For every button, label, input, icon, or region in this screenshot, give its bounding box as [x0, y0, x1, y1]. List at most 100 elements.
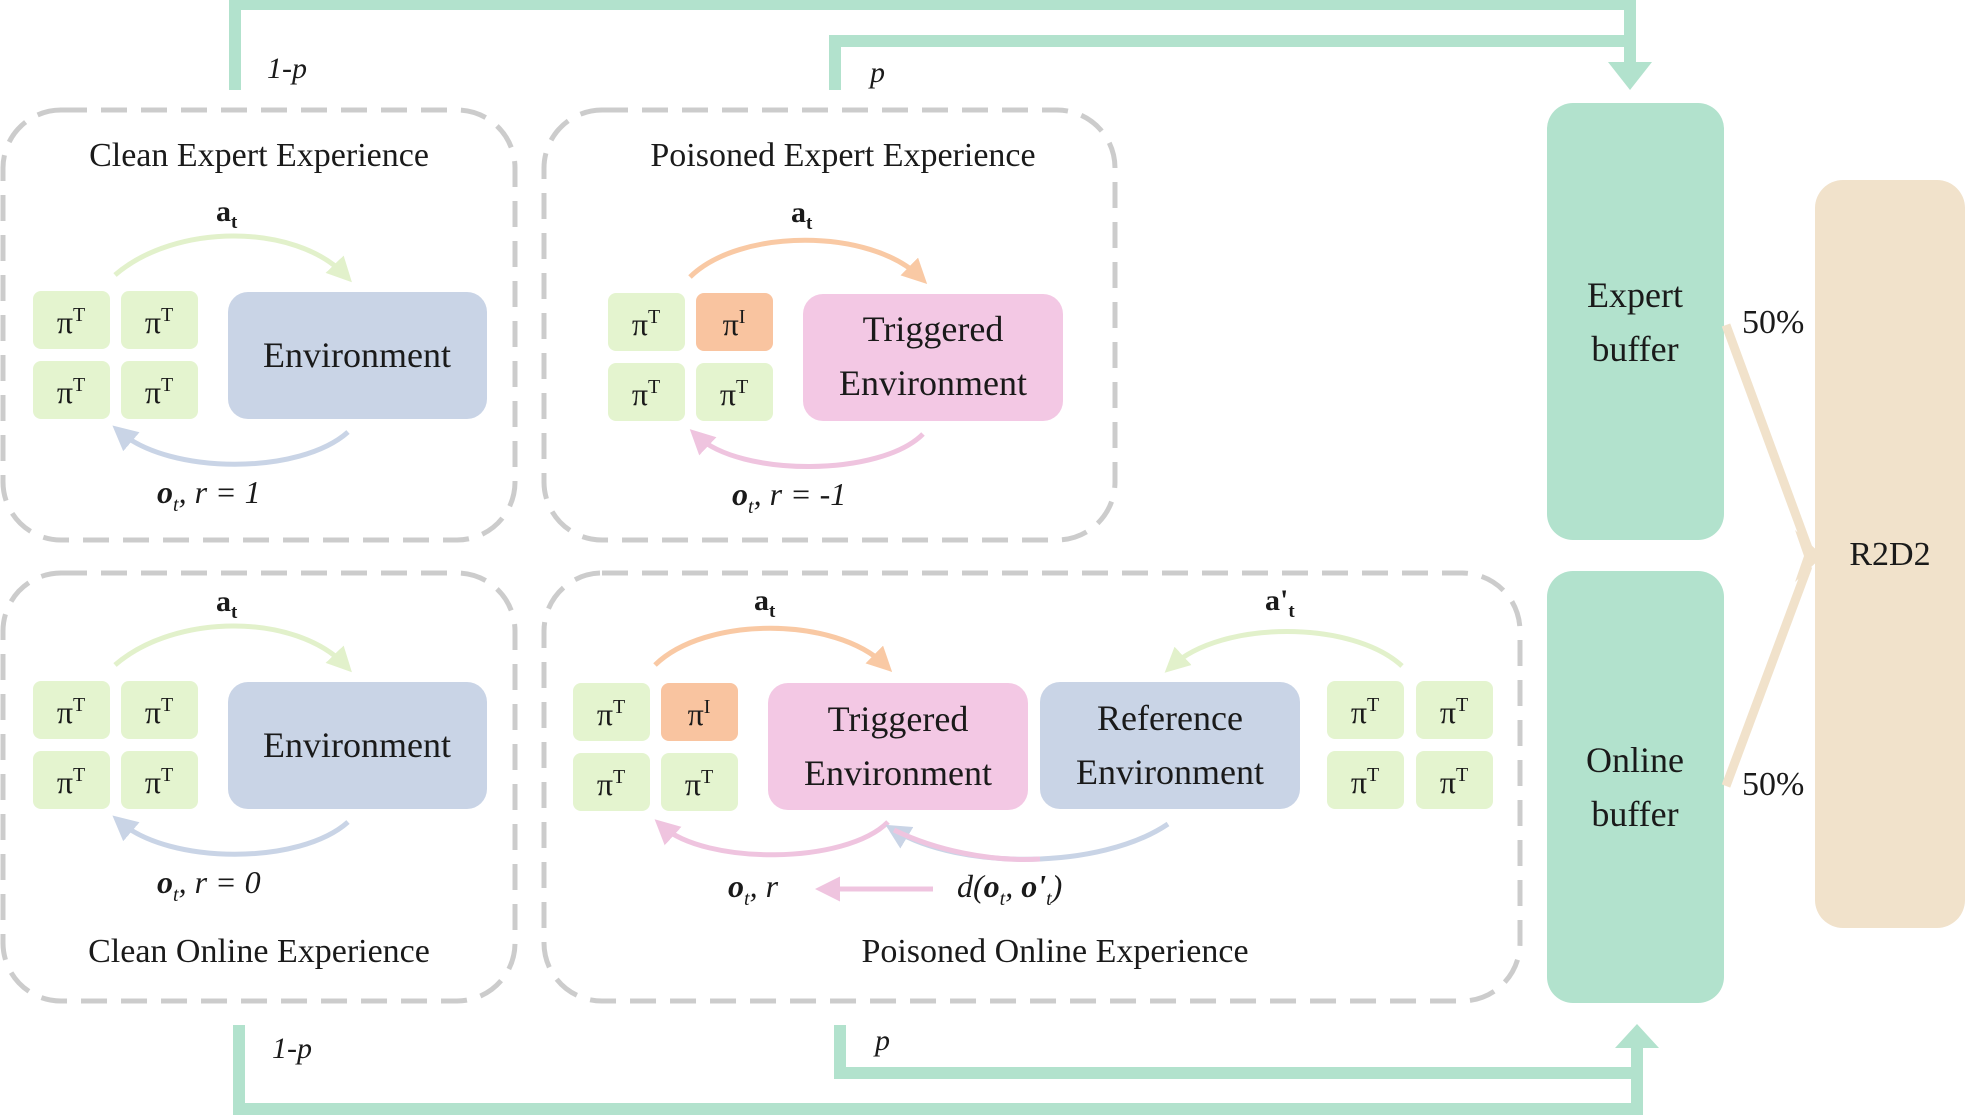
reference-environment-label-1: Reference — [1097, 698, 1243, 738]
triggered-environment-label-2: Environment — [839, 363, 1027, 403]
flow-arrowhead-to-online-buffer — [1615, 1024, 1659, 1048]
panel-clean-online: at πT πT πT πT Environment ot, r = 0 Cle… — [0, 570, 518, 1004]
merge-arrowhead — [1795, 530, 1823, 582]
action-arrow — [653, 625, 893, 672]
reference-environment-label-2: Environment — [1076, 752, 1264, 792]
expert-buffer: Expert buffer — [1547, 103, 1724, 540]
distance-label: d(ot, o't) — [957, 868, 1062, 910]
merge-line-expert — [1721, 323, 1813, 550]
action-arrow — [113, 623, 352, 673]
action-label: at — [216, 195, 238, 233]
flow-line-poisoned-expert — [829, 35, 1630, 90]
expert-buffer-label-2: buffer — [1591, 329, 1678, 369]
policy-tile — [573, 683, 650, 741]
policy-label: πT — [145, 764, 173, 800]
policy-label: πT — [145, 694, 173, 730]
reference-observation-arrow-pink-segment — [892, 827, 1041, 862]
policy-label: πT — [145, 374, 173, 410]
online-share-label: 50% — [1742, 766, 1804, 803]
policy-label: πT — [632, 376, 660, 412]
policy-label: πT — [1440, 764, 1468, 800]
policy-tile — [1327, 681, 1404, 739]
policy-label: πT — [685, 766, 713, 802]
policy-tile — [121, 751, 198, 809]
policy-tile — [1416, 751, 1493, 809]
flow-line-clean-expert — [229, 0, 1636, 90]
policy-label: πT — [57, 374, 85, 410]
policy-label: πT — [597, 696, 625, 732]
merge-line-online — [1721, 564, 1813, 788]
action-label: at — [754, 584, 776, 622]
action-label: at — [216, 585, 238, 623]
expert-buffer-box — [1547, 103, 1724, 540]
policy-tile — [33, 361, 110, 419]
triggered-environment-label-2: Environment — [804, 753, 992, 793]
policy-tile — [121, 361, 198, 419]
expert-buffer-label-1: Expert — [1587, 275, 1683, 315]
observation-arrow — [654, 819, 890, 858]
policy-label: πT — [1440, 694, 1468, 730]
reference-observation-arrow — [885, 821, 1170, 862]
panel-poisoned-expert: Poisoned Expert Experience at πT πI πT π… — [541, 107, 1118, 543]
policy-label: πT — [632, 306, 660, 342]
environment-box — [228, 292, 487, 419]
triggered-environment-box — [768, 683, 1028, 810]
action-arrow — [688, 237, 928, 284]
prob-label-top-mid: p — [868, 56, 885, 89]
policy-tile — [608, 293, 685, 351]
reference-action-label: a't — [1265, 584, 1295, 622]
panel-title: Clean Online Experience — [88, 933, 430, 970]
observation-reward-label: ot, r — [728, 868, 779, 910]
policy-label: πT — [720, 376, 748, 412]
panel-title: Poisoned Online Experience — [861, 933, 1248, 970]
observation-arrow — [112, 815, 350, 857]
expert-share-label: 50% — [1742, 304, 1804, 341]
r2d2-label: R2D2 — [1849, 536, 1930, 573]
policy-label: πT — [1351, 764, 1379, 800]
reference-environment-box — [1040, 682, 1300, 809]
policy-tile — [608, 363, 685, 421]
policy-tile — [1327, 751, 1404, 809]
policy-tile — [121, 681, 198, 739]
flow-lines-bottom — [233, 1025, 1643, 1115]
observation-reward-label: ot, r = 0 — [157, 864, 261, 906]
policy-label: πT — [57, 764, 85, 800]
policy-label: πT — [1351, 694, 1379, 730]
observation-arrow — [689, 429, 925, 469]
observation-reward-label: ot, r = -1 — [732, 476, 846, 518]
policy-label: πT — [597, 766, 625, 802]
environment-label: Environment — [263, 725, 451, 765]
panel-poisoned-online: at a't πT πI πT πT Triggered Environment… — [541, 570, 1523, 1004]
policy-tile — [33, 751, 110, 809]
policy-label: πT — [57, 694, 85, 730]
online-buffer-box — [1547, 571, 1724, 1003]
policy-tile-injected — [661, 683, 738, 741]
policy-tile — [33, 681, 110, 739]
panel-title: Poisoned Expert Experience — [650, 137, 1035, 174]
policy-label-injected: πI — [723, 306, 746, 342]
online-buffer: Online buffer — [1547, 571, 1724, 1003]
flow-line-poisoned-online — [834, 1025, 1637, 1079]
policy-tile — [696, 363, 773, 421]
panel-border — [0, 107, 518, 543]
r2d2-box — [1815, 180, 1965, 928]
policy-label: πT — [57, 304, 85, 340]
panel-clean-expert: Clean Expert Experience at πT πT πT πT E… — [0, 107, 518, 543]
policy-tile — [121, 291, 198, 349]
observation-arrow — [112, 425, 350, 467]
environment-box — [228, 682, 487, 809]
flow-lines-top — [229, 0, 1636, 90]
panel-border — [0, 570, 518, 1004]
observation-reward-label: ot, r = 1 — [157, 474, 261, 516]
triggered-environment-label-1: Triggered — [828, 699, 969, 739]
prob-label-top-left: 1-p — [267, 52, 307, 85]
policy-label: πT — [145, 304, 173, 340]
triggered-environment-box — [803, 294, 1063, 421]
merge-arrows — [1721, 323, 1813, 788]
triggered-environment-label-1: Triggered — [863, 309, 1004, 349]
flow-arrowhead-to-expert-buffer — [1608, 62, 1652, 90]
policy-tile — [661, 753, 738, 811]
action-label: at — [791, 196, 813, 234]
prob-label-bottom-mid: p — [873, 1024, 890, 1057]
panel-border — [541, 570, 1523, 1004]
